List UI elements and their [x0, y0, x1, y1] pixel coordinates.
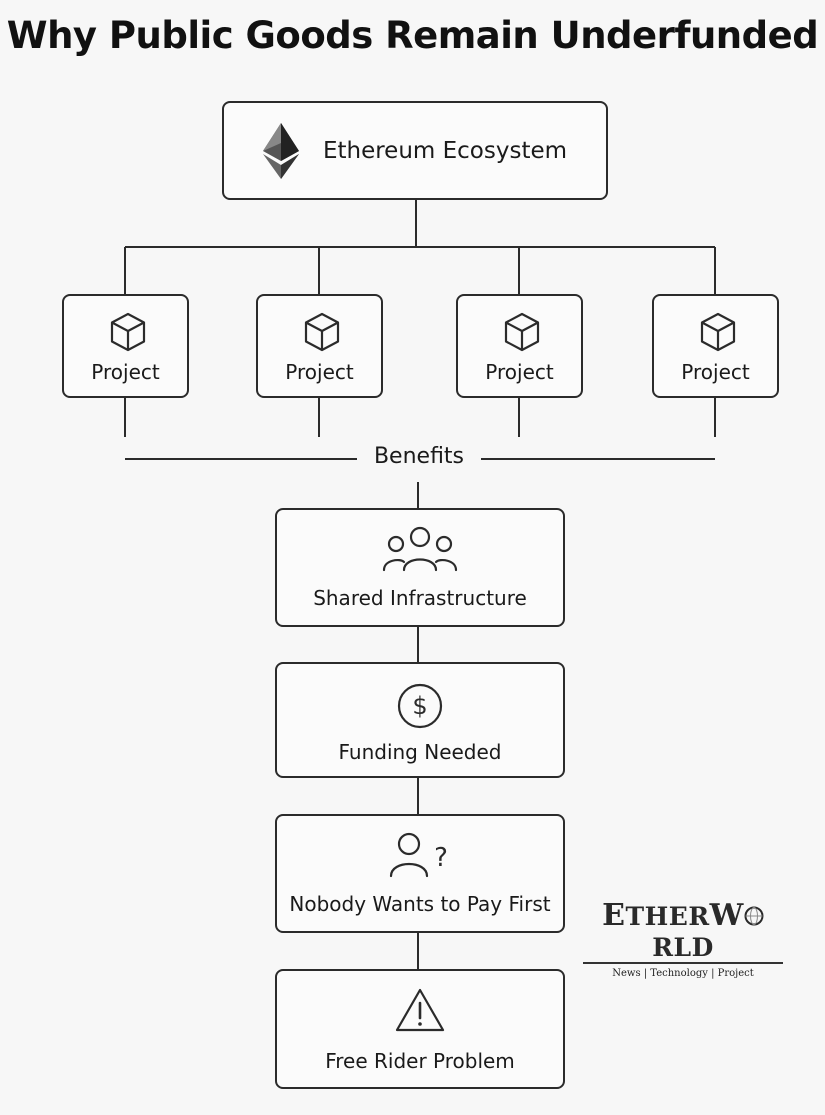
project-label: Project [91, 360, 160, 384]
project-label: Project [285, 360, 354, 384]
cube-icon [304, 312, 340, 352]
logo-divider [583, 962, 783, 964]
project-label: Project [485, 360, 554, 384]
ethereum-icon [262, 122, 299, 179]
project-node-4: Project [652, 294, 779, 398]
warning-triangle-icon [395, 988, 445, 1032]
svg-text:$: $ [412, 692, 427, 720]
funding-needed-label: Funding Needed [338, 740, 502, 764]
project-node-2: Project [256, 294, 383, 398]
page-title: Why Public Goods Remain Underfunded [6, 14, 819, 57]
cube-icon [110, 312, 146, 352]
dollar-circle-icon: $ [397, 683, 443, 729]
cube-icon [504, 312, 540, 352]
project-node-3: Project [456, 294, 583, 398]
shared-infrastructure-label: Shared Infrastructure [313, 586, 527, 610]
person-question-icon: ? [389, 832, 448, 878]
funding-needed-node: $ Funding Needed [275, 662, 565, 778]
free-rider-problem-label: Free Rider Problem [325, 1049, 515, 1073]
shared-infrastructure-node: Shared Infrastructure [275, 508, 565, 627]
ethereum-ecosystem-label: Ethereum Ecosystem [322, 137, 568, 164]
people-group-icon [382, 526, 458, 572]
project-node-1: Project [62, 294, 189, 398]
etherworld-wordmark: ETHERWRLD [583, 898, 783, 962]
logo-tagline: News | Technology | Project [612, 968, 754, 979]
free-rider-problem-node: Free Rider Problem [275, 969, 565, 1089]
cube-icon [700, 312, 736, 352]
benefits-label: Benefits [357, 444, 481, 469]
globe-icon [744, 906, 764, 926]
nobody-wants-to-pay-node: ? Nobody Wants to Pay First [275, 814, 565, 933]
ethereum-ecosystem-node: Ethereum Ecosystem [222, 101, 608, 200]
project-label: Project [681, 360, 750, 384]
nobody-wants-to-pay-label: Nobody Wants to Pay First [289, 892, 551, 916]
etherworld-logo: ETHERWRLD News | Technology | Project [583, 898, 783, 979]
svg-text:?: ? [434, 843, 448, 873]
